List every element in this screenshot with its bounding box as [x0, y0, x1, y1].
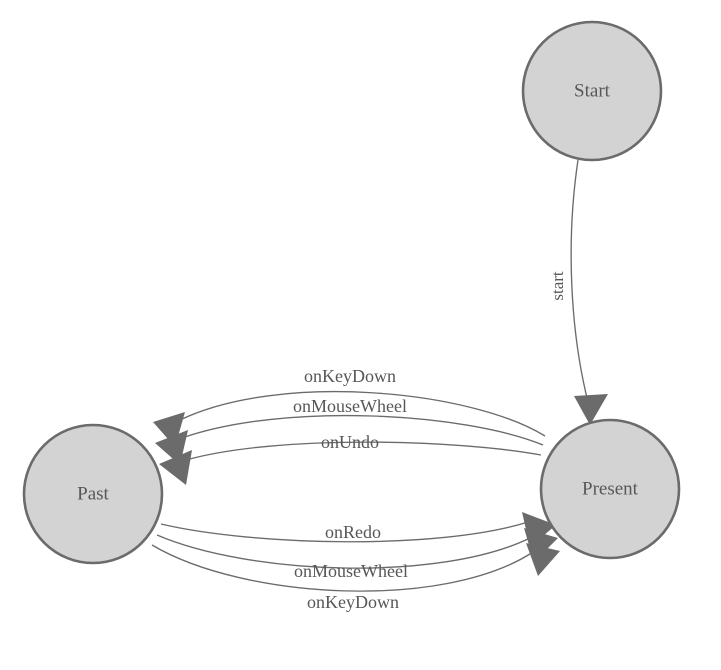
- edge-present-to-past-onkeydown-path: [179, 390, 546, 437]
- node-start-label: Start: [574, 80, 611, 101]
- edge-label-start: start: [548, 271, 567, 301]
- edge-start-to-present-path: [570, 159, 589, 403]
- arrowhead-start-to-present: [574, 394, 608, 425]
- node-start[interactable]: Start: [521, 20, 663, 162]
- edge-present-to-past-onundo[interactable]: [159, 441, 542, 485]
- edge-past-to-present-onmousewheel-path: [156, 534, 531, 569]
- edge-past-to-present-onkeydown[interactable]: [151, 543, 560, 592]
- edge-start-to-present[interactable]: [570, 159, 608, 425]
- arrowhead-past-to-present-onkeydown: [526, 543, 560, 576]
- edge-label-onmousewheel-bottom: onMouseWheel: [294, 561, 408, 581]
- edge-past-to-present-onredo-path: [160, 521, 529, 543]
- node-start-circle: [521, 20, 663, 162]
- arrowhead-present-to-past-onundo: [159, 450, 192, 485]
- edge-present-to-past-onmousewheel-path: [181, 414, 544, 446]
- node-present[interactable]: Present: [539, 418, 681, 560]
- edge-label-onundo: onUndo: [321, 432, 379, 452]
- node-past[interactable]: Past: [22, 423, 164, 565]
- edge-label-onredo: onRedo: [325, 522, 381, 542]
- edge-label-onkeydown-bottom: onKeyDown: [307, 592, 399, 612]
- node-present-circle: [539, 418, 681, 560]
- node-present-label: Present: [582, 478, 639, 499]
- node-past-label: Past: [77, 483, 109, 504]
- edge-label-onkeydown-top: onKeyDown: [304, 366, 396, 386]
- node-past-circle: [22, 423, 164, 565]
- edge-present-to-past-onundo-path: [185, 441, 542, 461]
- edge-past-to-present-onkeydown-path: [151, 544, 534, 592]
- edge-label-onmousewheel-top: onMouseWheel: [293, 396, 407, 416]
